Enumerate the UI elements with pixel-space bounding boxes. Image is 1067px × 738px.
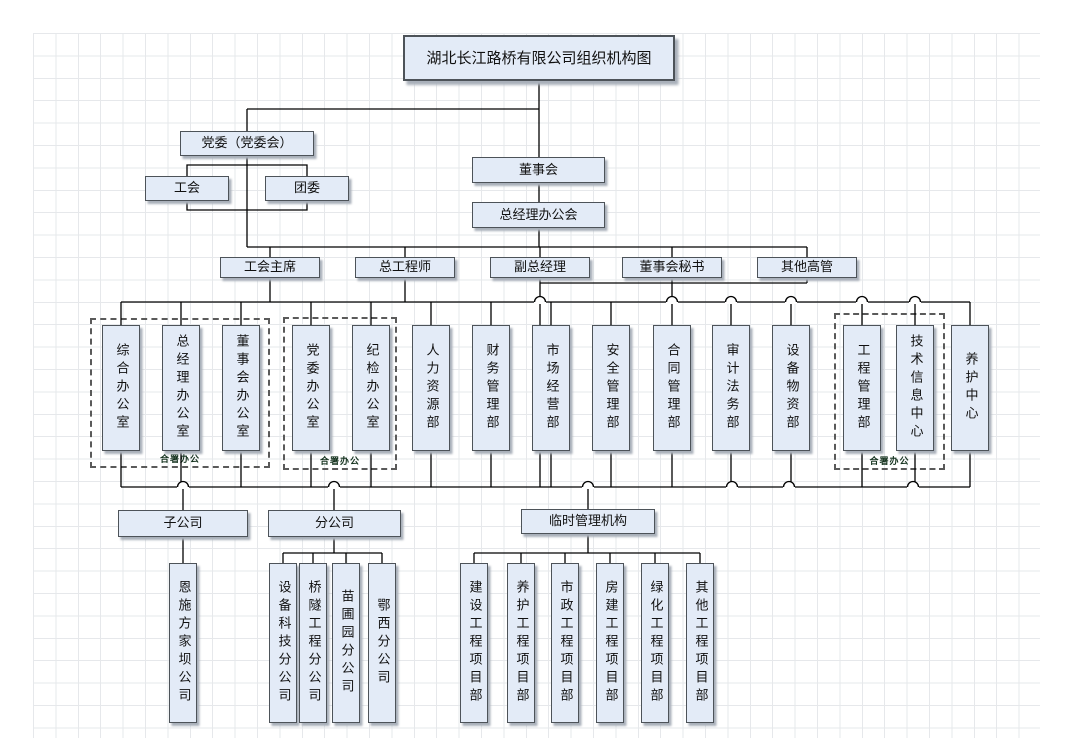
co-office-group: 合署办公: [834, 313, 945, 470]
org-node-shenji-fawu-bu[interactable]: 审计法务部: [712, 325, 750, 451]
org-node-shebei-keji-fengongsi[interactable]: 设备科技分公司: [269, 563, 297, 723]
co-office-group: 合署办公: [283, 317, 397, 470]
org-node-jianshe-gongcheng-xiangmubu[interactable]: 建设工程项目部: [460, 563, 488, 723]
org-node-jishu-xinxi-zhongxin[interactable]: 技术信息中心: [896, 325, 934, 451]
org-node-fangjian-gongcheng-xiangmubu[interactable]: 房建工程项目部: [596, 563, 624, 723]
org-node-hetong-guanli-bu[interactable]: 合同管理部: [653, 325, 691, 451]
org-node-dangwei[interactable]: 党委（党委会）: [180, 131, 314, 156]
org-node-dongshihui[interactable]: 董事会: [472, 157, 605, 183]
org-node-caiwu-guanli-bu[interactable]: 财务管理部: [472, 325, 510, 451]
co-office-group: 合署办公: [90, 318, 270, 468]
org-node-qiaosui-gongcheng-fengongsi[interactable]: 桥隧工程分公司: [299, 563, 327, 723]
org-node-zongjingli-bangonghui[interactable]: 总经理办公会: [472, 202, 605, 228]
org-node-yanghu-zhongxin[interactable]: 养护中心: [951, 325, 989, 451]
org-node-fu-zongjingli[interactable]: 副总经理: [490, 257, 590, 278]
org-node-zi-gongsi[interactable]: 子公司: [118, 510, 248, 537]
org-node-title[interactable]: 湖北长江路桥有限公司组织机构图: [403, 35, 675, 81]
org-node-lvhua-gongcheng-xiangmubu[interactable]: 绿化工程项目部: [641, 563, 669, 723]
org-node-gonghui-zhuxi[interactable]: 工会主席: [220, 257, 320, 278]
org-node-gonghui[interactable]: 工会: [145, 176, 229, 201]
org-node-dangwei-bangongshi[interactable]: 党委办公室: [292, 325, 330, 451]
org-node-jijian-bangongshi[interactable]: 纪检办公室: [352, 325, 390, 451]
org-node-shizheng-gongcheng-xiangmubu[interactable]: 市政工程项目部: [551, 563, 579, 723]
org-node-anquan-guanli-bu[interactable]: 安全管理部: [592, 325, 630, 451]
org-node-yanghu-gongcheng-xiangmubu[interactable]: 养护工程项目部: [507, 563, 535, 723]
org-node-shebei-wuzi-bu[interactable]: 设备物资部: [772, 325, 810, 451]
org-node-linshi-guanli-jigou[interactable]: 临时管理机构: [521, 509, 655, 534]
org-node-zong-gongchengshi[interactable]: 总工程师: [355, 257, 455, 278]
co-office-label: 合署办公: [159, 455, 200, 465]
co-office-label: 合署办公: [319, 457, 360, 467]
co-office-label: 合署办公: [869, 457, 910, 467]
org-node-dongshihui-mishu[interactable]: 董事会秘书: [622, 257, 722, 278]
org-node-exi-fengongsi[interactable]: 鄂西分公司: [368, 563, 396, 723]
org-node-dongshihui-bangongshi[interactable]: 董事会办公室: [222, 325, 260, 451]
org-node-miaopuyuan-fengongsi[interactable]: 苗圃园分公司: [332, 563, 360, 723]
org-node-qita-gaoguan[interactable]: 其他高管: [757, 257, 857, 278]
org-node-gongcheng-guanli-bu[interactable]: 工程管理部: [843, 325, 881, 451]
org-node-shichang-jingying-bu[interactable]: 市场经营部: [532, 325, 570, 451]
org-node-tuanwei[interactable]: 团委: [265, 176, 349, 201]
org-node-renli-ziyuan-bu[interactable]: 人力资源部: [412, 325, 450, 451]
org-node-enshi-fangjiaba-gongsi[interactable]: 恩施方家坝公司: [169, 563, 197, 723]
org-node-zongjingli-bangongshi[interactable]: 总经理办公室: [162, 325, 200, 451]
org-node-zonghe-bangongshi[interactable]: 综合办公室: [102, 325, 140, 451]
org-node-qita-gongcheng-xiangmubu[interactable]: 其他工程项目部: [686, 563, 714, 723]
org-node-fen-gongsi[interactable]: 分公司: [268, 510, 401, 537]
